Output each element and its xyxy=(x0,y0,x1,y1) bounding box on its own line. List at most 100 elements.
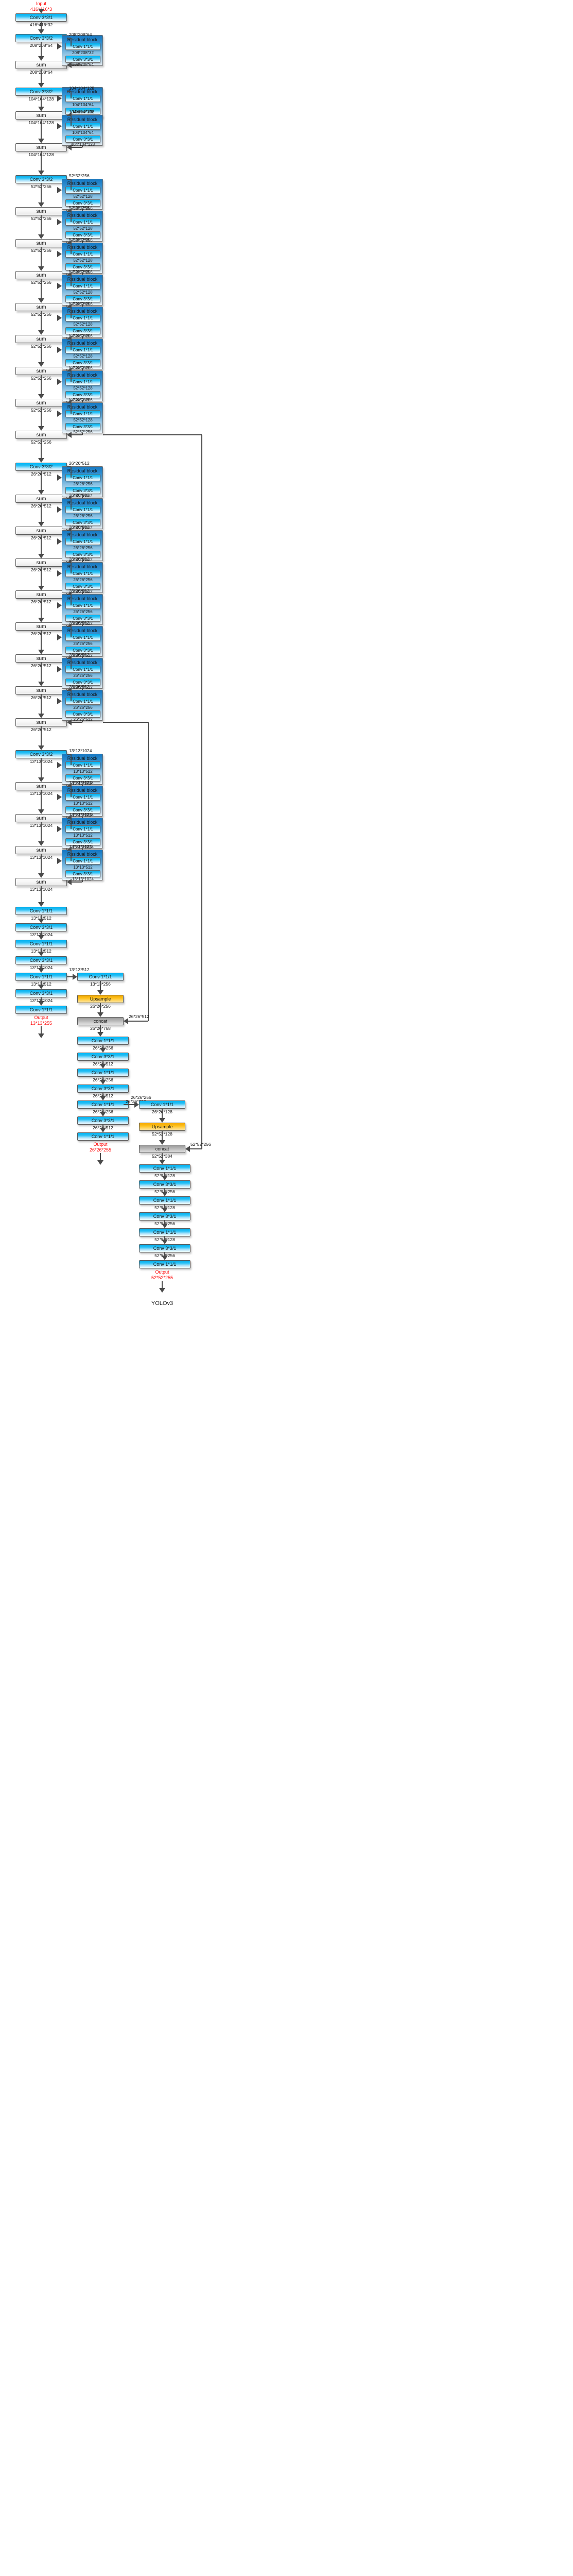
sum-node[interactable]: sum xyxy=(15,367,67,375)
residual-conv-1x1[interactable]: Conv 1*1/1 xyxy=(65,378,100,385)
residual-conv-1x1[interactable]: Conv 1*1/1 xyxy=(65,314,100,321)
conv-layer[interactable]: Conv 3*3/2 xyxy=(15,34,67,42)
neck-medium-conv[interactable]: Conv 1*1/1 xyxy=(77,973,124,981)
residual-conv-3x3[interactable]: Conv 3*3/1 xyxy=(65,870,100,877)
sum-node[interactable]: sum xyxy=(15,61,67,69)
residual-conv-3x3[interactable]: Conv 3*3/1 xyxy=(65,551,100,558)
head-large-conv[interactable]: Conv 1*1/1 xyxy=(15,973,67,981)
concat-node[interactable]: concat xyxy=(77,1017,124,1025)
sum-node[interactable]: sum xyxy=(15,303,67,311)
sum-node[interactable]: sum xyxy=(15,143,67,151)
residual-conv-1x1[interactable]: Conv 1*1/1 xyxy=(65,187,100,194)
residual-conv-3x3[interactable]: Conv 3*3/1 xyxy=(65,679,100,686)
residual-conv-3x3[interactable]: Conv 3*3/1 xyxy=(65,647,100,654)
sum-node[interactable]: sum xyxy=(15,686,67,694)
residual-conv-1x1[interactable]: Conv 1*1/1 xyxy=(65,218,100,226)
sum-node[interactable]: sum xyxy=(15,622,67,631)
residual-conv-1x1[interactable]: Conv 1*1/1 xyxy=(65,634,100,641)
residual-conv-1x1[interactable]: Conv 1*1/1 xyxy=(65,282,100,290)
residual-conv-1x1[interactable]: Conv 1*1/1 xyxy=(65,474,100,481)
residual-conv-1x1[interactable]: Conv 1*1/1 xyxy=(65,602,100,609)
residual-conv-3x3[interactable]: Conv 3*3/1 xyxy=(65,295,100,302)
residual-conv-3x3[interactable]: Conv 3*3/1 xyxy=(65,391,100,398)
residual-conv-1x1[interactable]: Conv 1*1/1 xyxy=(65,123,100,130)
conv-layer[interactable]: Conv 3*3/2 xyxy=(15,175,67,183)
neck-small-conv[interactable]: Conv 1*1/1 xyxy=(139,1100,185,1109)
residual-conv-3x3[interactable]: Conv 3*3/1 xyxy=(65,774,100,782)
head-small-conv[interactable]: Conv 3*3/1 xyxy=(139,1244,190,1252)
residual-conv-3x3[interactable]: Conv 3*3/1 xyxy=(65,263,100,270)
head-medium-conv[interactable]: Conv 1*1/1 xyxy=(77,1037,129,1045)
residual-conv-1x1[interactable]: Conv 1*1/1 xyxy=(65,570,100,577)
residual-conv-1x1[interactable]: Conv 1*1/1 xyxy=(65,95,100,102)
residual-conv-3x3[interactable]: Conv 3*3/1 xyxy=(65,710,100,718)
residual-conv-3x3[interactable]: Conv 3*3/1 xyxy=(65,423,100,430)
sum-node[interactable]: sum xyxy=(15,782,67,790)
residual-conv-1x1[interactable]: Conv 1*1/1 xyxy=(65,346,100,353)
residual-conv-1x1[interactable]: Conv 1*1/1 xyxy=(65,43,100,50)
head-small-conv[interactable]: Conv 1*1/1 xyxy=(139,1260,190,1268)
residual-conv-1x1[interactable]: Conv 1*1/1 xyxy=(65,250,100,258)
sum-node[interactable]: sum xyxy=(15,431,67,439)
head-medium-conv[interactable]: Conv 1*1/1 xyxy=(77,1069,129,1077)
head-medium-conv[interactable]: Conv 3*3/1 xyxy=(77,1116,129,1125)
conv-layer[interactable]: Conv 3*3/1 xyxy=(15,13,67,22)
head-small-conv[interactable]: Conv 1*1/1 xyxy=(139,1196,190,1205)
residual-conv-3x3[interactable]: Conv 3*3/1 xyxy=(65,108,100,115)
head-small-conv[interactable]: Conv 3*3/1 xyxy=(139,1180,190,1189)
head-large-conv[interactable]: Conv 3*3/1 xyxy=(15,989,67,997)
head-large-conv[interactable]: Conv 1*1/1 xyxy=(15,940,67,948)
residual-conv-3x3[interactable]: Conv 3*3/1 xyxy=(65,231,100,239)
concat-node[interactable]: concat xyxy=(139,1145,185,1153)
sum-node[interactable]: sum xyxy=(15,495,67,503)
sum-node[interactable]: sum xyxy=(15,111,67,120)
head-medium-conv[interactable]: Conv 1*1/1 xyxy=(77,1100,129,1109)
residual-conv-1x1[interactable]: Conv 1*1/1 xyxy=(65,538,100,545)
sum-node[interactable]: sum xyxy=(15,207,67,215)
sum-node[interactable]: sum xyxy=(15,399,67,407)
sum-node[interactable]: sum xyxy=(15,271,67,279)
residual-conv-3x3[interactable]: Conv 3*3/1 xyxy=(65,615,100,622)
head-small-conv[interactable]: Conv 1*1/1 xyxy=(139,1164,190,1173)
sum-node[interactable]: sum xyxy=(15,846,67,854)
residual-conv-1x1[interactable]: Conv 1*1/1 xyxy=(65,666,100,673)
sum-node[interactable]: sum xyxy=(15,814,67,822)
head-large-conv[interactable]: Conv 3*3/1 xyxy=(15,923,67,931)
residual-conv-1x1[interactable]: Conv 1*1/1 xyxy=(65,825,100,833)
residual-conv-3x3[interactable]: Conv 3*3/1 xyxy=(65,56,100,63)
head-medium-conv[interactable]: Conv 3*3/1 xyxy=(77,1084,129,1093)
residual-conv-3x3[interactable]: Conv 3*3/1 xyxy=(65,519,100,526)
head-large-conv[interactable]: Conv 3*3/1 xyxy=(15,956,67,964)
upsample-node[interactable]: Upsample xyxy=(139,1123,185,1131)
head-large-conv[interactable]: Conv 1*1/1 xyxy=(15,907,67,915)
sum-node[interactable]: sum xyxy=(15,878,67,886)
head-medium-conv[interactable]: Conv 3*3/1 xyxy=(77,1053,129,1061)
residual-conv-1x1[interactable]: Conv 1*1/1 xyxy=(65,698,100,705)
residual-conv-3x3[interactable]: Conv 3*3/1 xyxy=(65,806,100,814)
upsample-node[interactable]: Upsample xyxy=(77,995,124,1003)
residual-conv-3x3[interactable]: Conv 3*3/1 xyxy=(65,487,100,494)
conv-layer[interactable]: Conv 3*3/2 xyxy=(15,88,67,96)
conv-layer[interactable]: Conv 3*3/2 xyxy=(15,463,67,471)
head-small-conv[interactable]: Conv 3*3/1 xyxy=(139,1212,190,1221)
